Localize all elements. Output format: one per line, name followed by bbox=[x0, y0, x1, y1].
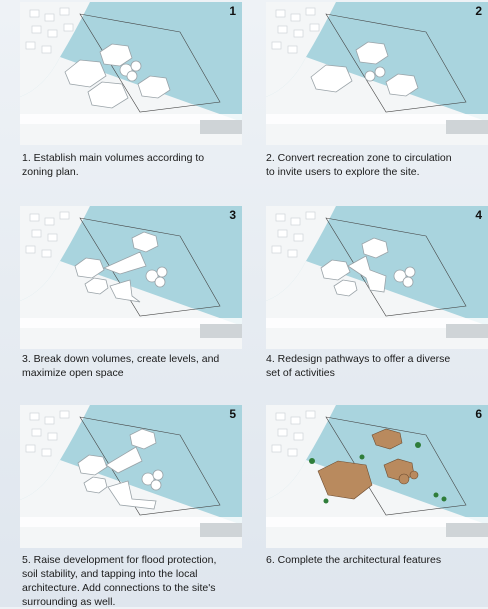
step-number: 6 bbox=[475, 407, 482, 421]
step-5-caption: 5. Raise development for flood protectio… bbox=[22, 553, 252, 609]
step-5-diagram: 5 bbox=[20, 405, 242, 548]
site-model-1 bbox=[20, 2, 242, 145]
step-1-diagram: 1 bbox=[20, 2, 242, 145]
site-model-6 bbox=[266, 405, 488, 548]
step-3-diagram: 3 bbox=[20, 206, 242, 349]
step-number: 2 bbox=[475, 4, 482, 18]
site-model-3 bbox=[20, 206, 242, 349]
site-model-2 bbox=[266, 2, 488, 145]
step-1-caption: 1. Establish main volumes according to z… bbox=[22, 151, 252, 179]
step-4-diagram: 4 bbox=[266, 206, 488, 349]
step-number: 5 bbox=[229, 407, 236, 421]
step-6-diagram: 6 bbox=[266, 405, 488, 548]
step-6-caption: 6. Complete the architectural features bbox=[266, 553, 488, 567]
step-4-caption: 4. Redesign pathways to offer a diverse … bbox=[266, 352, 488, 380]
site-model-4 bbox=[266, 206, 488, 349]
step-number: 3 bbox=[229, 208, 236, 222]
step-number: 1 bbox=[229, 4, 236, 18]
step-2-diagram: 2 bbox=[266, 2, 488, 145]
step-number: 4 bbox=[475, 208, 482, 222]
step-3-caption: 3. Break down volumes, create levels, an… bbox=[22, 352, 252, 380]
site-model-5 bbox=[20, 405, 242, 548]
step-2-caption: 2. Convert recreation zone to circulatio… bbox=[266, 151, 488, 179]
